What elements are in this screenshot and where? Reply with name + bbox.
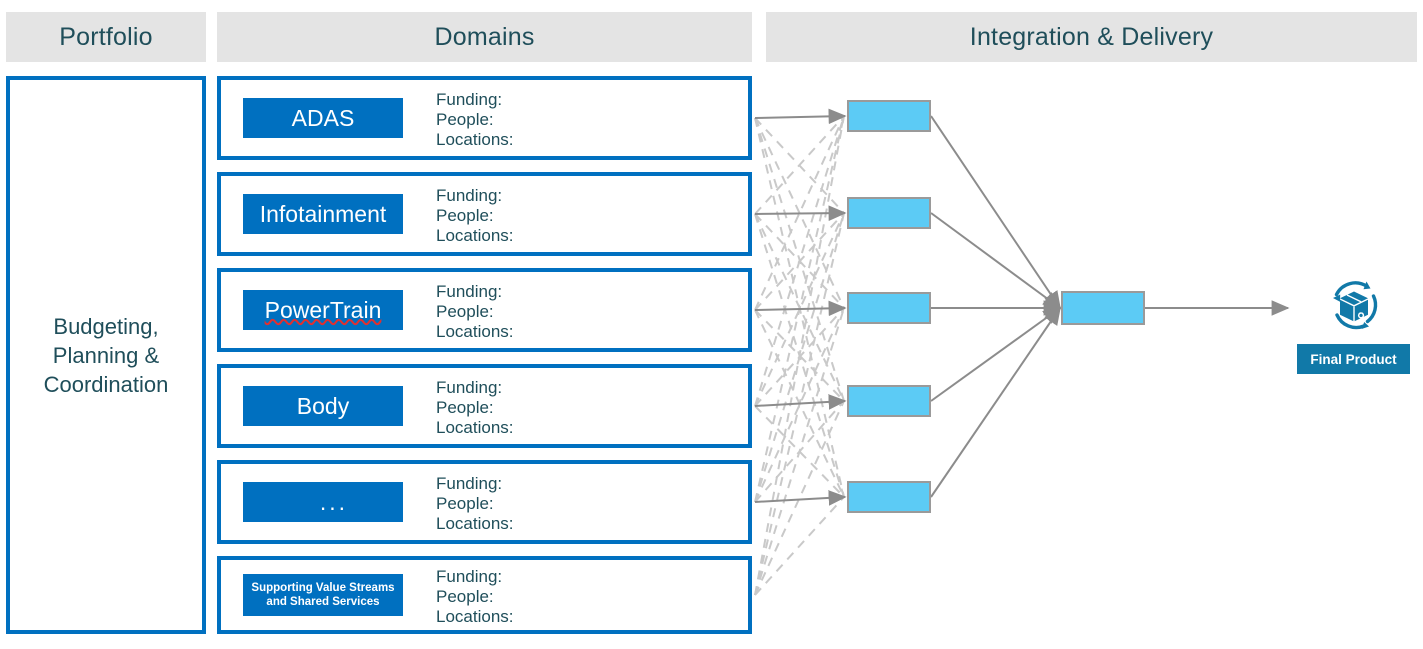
portfolio-text: Budgeting, Planning & Coordination bbox=[44, 312, 169, 399]
domain-meta: Funding:People:Locations: bbox=[436, 567, 514, 627]
final-product[interactable]: Final Product bbox=[1297, 272, 1410, 382]
recycle-box-icon bbox=[1323, 272, 1385, 334]
domain-chip[interactable]: ADAS bbox=[243, 98, 403, 138]
integration-stream-box[interactable] bbox=[847, 292, 931, 324]
domain-meta-people: People: bbox=[436, 398, 494, 417]
domain-chip-label: PowerTrain bbox=[265, 297, 382, 324]
domain-meta-people: People: bbox=[436, 587, 494, 606]
domain-chip[interactable]: PowerTrain bbox=[243, 290, 403, 330]
portfolio-panel[interactable]: Budgeting, Planning & Coordination bbox=[6, 76, 206, 634]
domain-chip[interactable]: Body bbox=[243, 386, 403, 426]
domain-chip[interactable]: Infotainment bbox=[243, 194, 403, 234]
integration-stream-box[interactable] bbox=[847, 385, 931, 417]
final-product-label: Final Product bbox=[1297, 344, 1410, 374]
domain-chip-label-text: PowerTrain bbox=[264, 296, 382, 323]
domain-meta-locations: Locations: bbox=[436, 514, 514, 533]
domain-card[interactable]: Body bbox=[217, 364, 752, 448]
domain-meta-locations: Locations: bbox=[436, 226, 514, 245]
domain-meta-funding: Funding: bbox=[436, 90, 503, 109]
domain-card[interactable]: PowerTrain bbox=[217, 268, 752, 352]
domain-meta: Funding:People:Locations: bbox=[436, 474, 514, 534]
domain-meta-people: People: bbox=[436, 206, 494, 225]
column-header-domains: Domains bbox=[217, 12, 752, 62]
dashed-cross-connections bbox=[754, 115, 845, 596]
integration-stream-box[interactable] bbox=[847, 197, 931, 229]
domain-meta-funding: Funding: bbox=[436, 186, 503, 205]
domain-meta: Funding:People:Locations: bbox=[436, 282, 514, 342]
domain-chip-label: ... bbox=[319, 488, 349, 515]
portfolio-line-1: Budgeting, bbox=[53, 313, 159, 339]
domain-chip-label: Infotainment bbox=[259, 200, 387, 227]
domain-chip-label: Body bbox=[296, 392, 350, 419]
domain-meta-funding: Funding: bbox=[436, 567, 503, 586]
domain-chip[interactable]: ... bbox=[243, 482, 403, 522]
domain-meta-people: People: bbox=[436, 494, 494, 513]
domain-meta: Funding:People:Locations: bbox=[436, 378, 514, 438]
domain-card[interactable]: Infotainment bbox=[217, 172, 752, 256]
domain-chip-label: ADAS bbox=[291, 104, 355, 131]
integration-stream-box[interactable] bbox=[847, 481, 931, 513]
domain-meta-people: People: bbox=[436, 110, 494, 129]
domain-meta-locations: Locations: bbox=[436, 418, 514, 437]
integration-stream-box[interactable] bbox=[847, 100, 931, 132]
domain-meta-funding: Funding: bbox=[436, 378, 503, 397]
integration-center-box[interactable] bbox=[1061, 291, 1145, 325]
domain-meta-people: People: bbox=[436, 302, 494, 321]
domain-card[interactable]: ADAS bbox=[217, 76, 752, 160]
column-header-integration: Integration & Delivery bbox=[766, 12, 1417, 62]
domain-meta: Funding:People:Locations: bbox=[436, 186, 514, 246]
domain-to-stream-arrows bbox=[754, 108, 847, 506]
portfolio-line-2: Planning & bbox=[52, 342, 160, 368]
domain-meta: Funding:People:Locations: bbox=[436, 90, 514, 150]
column-header-portfolio: Portfolio bbox=[6, 12, 206, 62]
domain-meta-funding: Funding: bbox=[436, 282, 503, 301]
domain-meta-locations: Locations: bbox=[436, 322, 514, 341]
portfolio-line-3: Coordination bbox=[43, 371, 169, 397]
domain-meta-funding: Funding: bbox=[436, 474, 503, 493]
domain-meta-locations: Locations: bbox=[436, 607, 514, 626]
domain-card[interactable]: ... bbox=[217, 460, 752, 544]
domain-meta-locations: Locations: bbox=[436, 130, 514, 149]
